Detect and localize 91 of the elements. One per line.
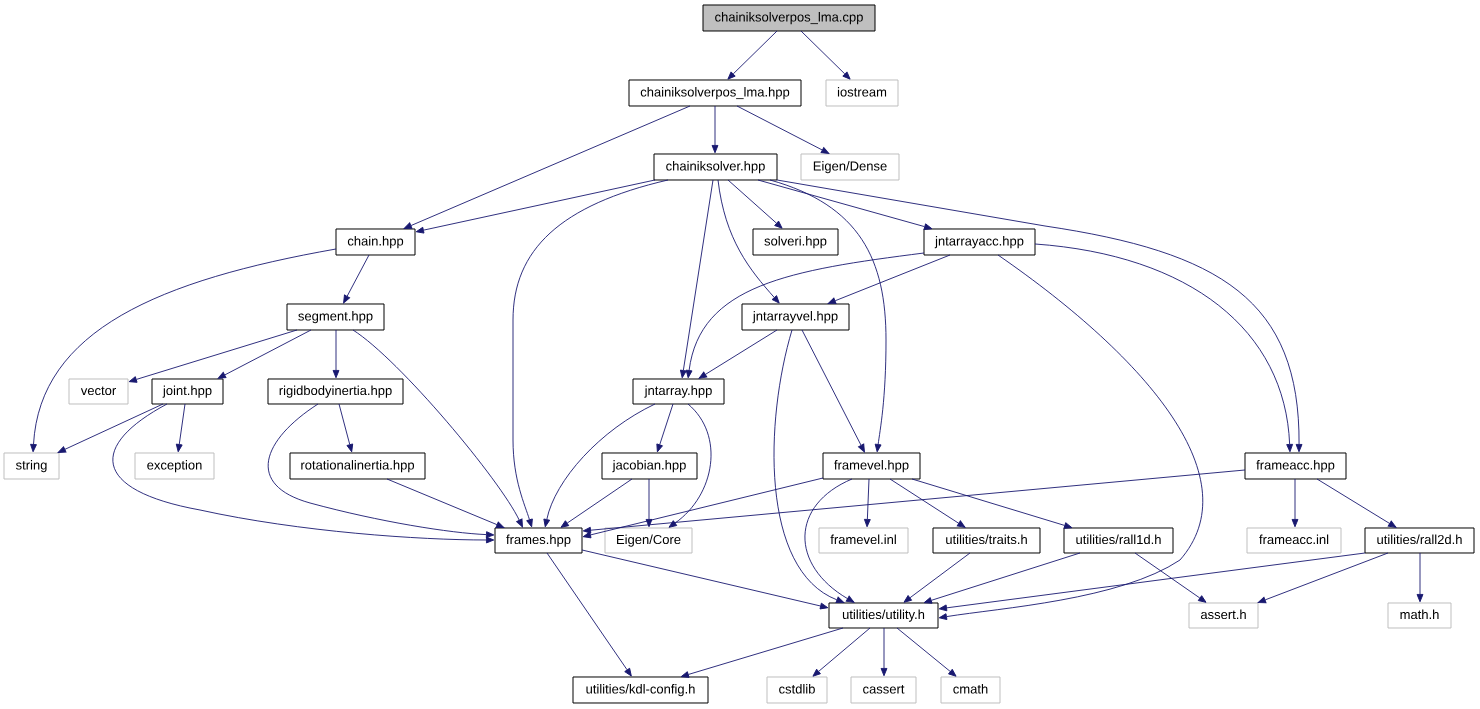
arrow	[546, 552, 632, 677]
arrow	[736, 105, 830, 154]
file-box: math.h	[1387, 602, 1452, 629]
arrow	[776, 179, 1303, 453]
arrow	[30, 248, 337, 453]
arrow	[217, 329, 312, 379]
file-box: rigidbodyinertia.hpp	[267, 378, 404, 405]
file-box: assert.h	[1188, 602, 1259, 629]
arrow	[415, 179, 656, 234]
arrow	[680, 627, 844, 678]
arrow	[582, 477, 824, 539]
arrow	[57, 403, 164, 453]
arrow	[911, 478, 1073, 529]
file-box: chainiksolverpos_lma.cpp	[702, 4, 876, 32]
arrow	[343, 254, 370, 304]
file-box: chain.hpp	[335, 228, 416, 256]
file-box: Eigen/Core	[604, 527, 693, 554]
arrow	[727, 30, 778, 80]
arrow	[1034, 243, 1294, 453]
file-box: vector	[68, 378, 129, 405]
file-box: iostream	[825, 79, 899, 107]
arrow	[645, 478, 653, 528]
file-box: utilities/traits.h	[932, 527, 1041, 554]
file-box: utilities/rall2d.h	[1364, 527, 1475, 554]
arrow	[923, 552, 1081, 604]
arrow	[512, 179, 669, 528]
arrow	[889, 478, 966, 528]
arrow	[938, 552, 1366, 612]
file-box: Eigen/Dense	[800, 153, 900, 181]
file-box: jacobian.hpp	[601, 452, 698, 480]
file-box: jntarrayvel.hpp	[741, 303, 850, 331]
arrow	[938, 254, 1203, 620]
arrow	[800, 30, 851, 80]
arrow	[827, 254, 951, 305]
arrow	[801, 329, 865, 453]
file-box: frameacc.hpp	[1244, 452, 1347, 480]
file-box: utilities/rall1d.h	[1063, 527, 1174, 554]
arrow	[1134, 552, 1207, 603]
arrow	[267, 403, 495, 539]
file-box: string	[3, 452, 60, 480]
arrow	[863, 478, 871, 528]
file-box: cstdlib	[766, 676, 828, 704]
file-box: joint.hpp	[151, 378, 224, 405]
arrow	[903, 552, 971, 603]
arrow	[386, 478, 505, 528]
arrow	[128, 329, 298, 383]
arrow	[656, 403, 674, 453]
file-box: cmath	[940, 676, 1001, 704]
file-box: chainiksolverpos_lma.hpp	[628, 79, 802, 107]
file-box: exception	[134, 452, 215, 480]
arrow	[769, 179, 887, 453]
file-box: jntarray.hpp	[632, 378, 725, 405]
file-box: jntarrayacc.hpp	[923, 228, 1036, 256]
arrow	[679, 179, 714, 379]
file-box: segment.hpp	[286, 303, 385, 331]
file-box: solveri.hpp	[752, 228, 839, 256]
arrow	[880, 627, 888, 677]
arrow	[727, 179, 783, 229]
arrow	[338, 403, 354, 453]
arrow	[773, 329, 845, 604]
arrow	[403, 105, 691, 229]
arrow	[1416, 552, 1424, 603]
file-box: framevel.inl	[818, 527, 909, 554]
arrow	[711, 105, 719, 154]
file-box: framevel.hpp	[822, 452, 921, 480]
arrow	[812, 627, 871, 677]
arrow	[668, 403, 712, 528]
file-box: frames.hpp	[494, 527, 583, 554]
arrow	[698, 329, 778, 379]
arrow	[352, 329, 523, 528]
arrow	[543, 403, 656, 528]
file-box: utilities/kdl-config.h	[572, 676, 709, 704]
arrow	[804, 478, 855, 603]
file-box: frameacc.inl	[1246, 527, 1342, 554]
arrow	[717, 179, 780, 304]
arrow	[1316, 478, 1397, 528]
arrow	[175, 403, 186, 453]
arrow	[112, 403, 495, 544]
arrow	[757, 179, 933, 230]
file-box: cassert	[850, 676, 917, 704]
arrow	[582, 469, 1246, 534]
arrow	[685, 252, 925, 379]
file-box: chainiksolver.hpp	[653, 153, 778, 181]
arrow	[1291, 478, 1299, 528]
arrow	[581, 549, 829, 610]
arrow	[332, 329, 340, 379]
arrow	[896, 627, 957, 677]
file-box: utilities/utility.h	[828, 602, 939, 629]
file-box: rotationalinertia.hpp	[289, 452, 426, 480]
arrow	[560, 478, 633, 528]
arrow	[1257, 552, 1389, 604]
